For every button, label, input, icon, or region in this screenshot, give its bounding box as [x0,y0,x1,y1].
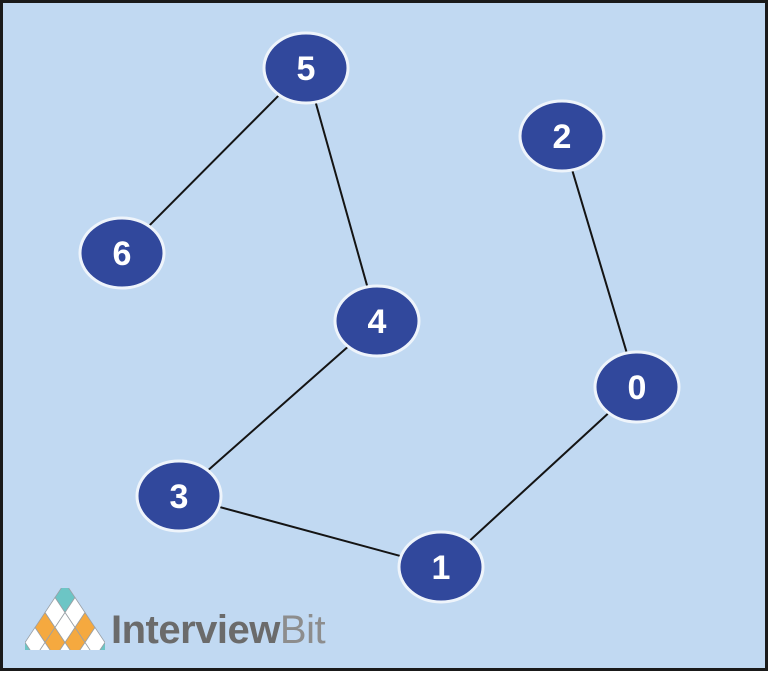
graph-node-5[interactable]: 5 [262,31,350,105]
interviewbit-watermark: InterviewBit [25,584,326,652]
node-label-0: 0 [628,369,647,407]
node-circle-1[interactable] [397,530,485,604]
graph-edge-0-2 [571,168,628,355]
node-circle-2[interactable] [518,99,606,173]
node-label-4: 4 [368,303,387,341]
node-circle-5[interactable] [262,31,350,105]
graph-node-4[interactable]: 4 [333,284,421,358]
node-circle-0[interactable] [593,350,681,424]
logo-diamond-white [79,641,91,650]
graph-edge-5-6 [147,93,281,228]
graph-node-3[interactable]: 3 [135,459,223,533]
graph-edge-1-0 [468,411,610,543]
node-label-5: 5 [297,50,316,88]
graph-edge-3-1 [217,505,403,558]
logo-diamond-white [25,626,46,650]
graph-node-0[interactable]: 0 [593,350,681,424]
wordmark-bit: Bit [279,608,326,652]
logo-diamond-white [39,641,51,650]
node-circle-6[interactable] [78,216,166,290]
logo-diamond-teal [25,641,31,650]
graph-node-2[interactable]: 2 [518,99,606,173]
node-label-2: 2 [553,118,572,156]
wordmark-interview: Interview [111,608,280,652]
graph-edge-4-3 [206,345,350,472]
graph-node-1[interactable]: 1 [397,530,485,604]
logo-diamond-teal [99,641,105,650]
logo-diamond-orange [44,626,66,650]
logo-diamond-orange [64,626,86,650]
logo-diamond-white [84,626,105,650]
logo-diamond-white [59,641,71,650]
edge-layer [147,93,628,558]
node-layer: 0 1 2 3 4 5 6 [78,31,681,604]
graph-node-6[interactable]: 6 [78,216,166,290]
node-label-6: 6 [113,235,132,273]
node-label-1: 1 [432,549,451,587]
node-circle-3[interactable] [135,459,223,533]
graph-edge-5-4 [314,101,369,288]
interviewbit-logo-icon [25,588,105,650]
interviewbit-wordmark: InterviewBit [111,608,326,652]
graph-svg: 0 1 2 3 4 5 6 [78,31,681,604]
node-circle-4[interactable] [333,284,421,358]
node-label-3: 3 [170,478,189,516]
